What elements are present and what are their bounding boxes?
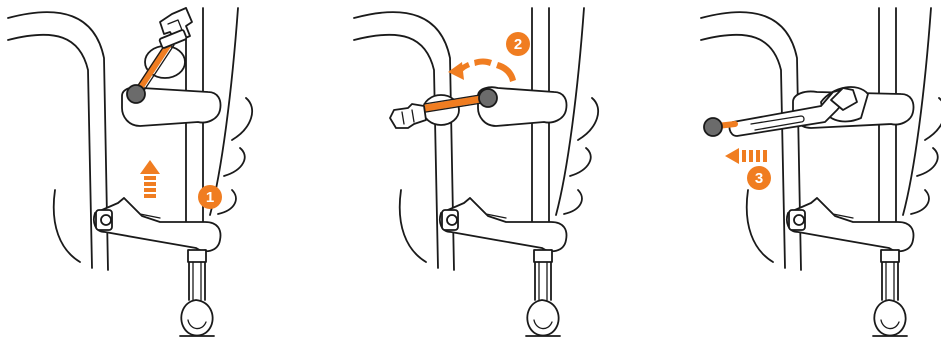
panel-step-3: 3	[701, 8, 941, 336]
lever-knob	[127, 85, 145, 103]
left-arrow	[725, 148, 767, 164]
lever-knob	[479, 89, 497, 107]
panel-step-2: 2	[354, 8, 598, 336]
lever-knob	[704, 118, 722, 136]
step-badge-3: 3	[747, 166, 771, 190]
up-arrow	[140, 160, 160, 198]
clip-tab	[390, 104, 426, 128]
step-number-3: 3	[755, 170, 763, 187]
step-badge-1: 1	[198, 185, 222, 209]
panel-step-1: 1	[8, 8, 252, 336]
step-number-2: 2	[514, 36, 522, 53]
curved-rotate-arrow	[448, 59, 516, 83]
step-number-1: 1	[206, 189, 214, 206]
step-badge-2: 2	[506, 32, 530, 56]
